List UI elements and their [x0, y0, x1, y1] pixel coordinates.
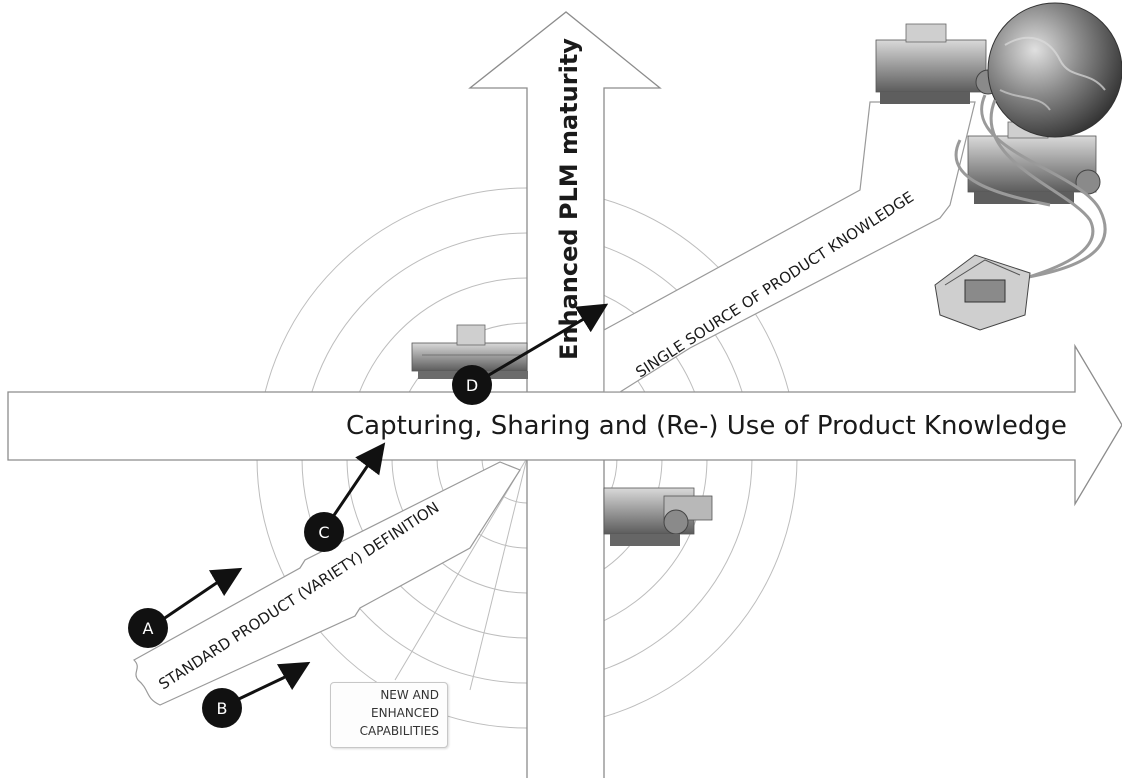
horizontal-arrow-label: Capturing, Sharing and (Re-) Use of Prod…	[346, 411, 1067, 441]
vertical-arrow-label: Enhanced PLM maturity	[555, 38, 583, 360]
marker-a-label: A	[143, 619, 154, 638]
marker-c-label: C	[318, 523, 329, 542]
capabilities-line-3: CAPABILITIES	[359, 724, 439, 738]
diagonal-arrow-lower	[133, 461, 521, 706]
cables	[954, 94, 1107, 287]
diagonal-arrow-upper	[603, 101, 976, 393]
marker-d: D	[452, 303, 609, 405]
marker-d-label: D	[466, 376, 478, 395]
globe-icon	[987, 2, 1122, 138]
marker-a: A	[128, 567, 243, 648]
capabilities-line-2: ENHANCED	[371, 706, 439, 720]
diagonal-upper-label: SINGLE SOURCE OF PRODUCT KNOWLEDGE	[632, 188, 917, 382]
capabilities-line-1: NEW AND	[380, 688, 439, 702]
marker-b-label: B	[217, 699, 228, 718]
machine-icon	[603, 487, 713, 546]
marker-b: B	[202, 661, 311, 728]
machine-icon	[875, 23, 1001, 104]
capabilities-box: NEW AND ENHANCED CAPABILITIES	[330, 682, 448, 748]
horizontal-arrow	[7, 343, 1122, 507]
machine-icon	[967, 121, 1101, 204]
network-plug-icon	[934, 254, 1031, 331]
marker-c: C	[304, 442, 386, 552]
